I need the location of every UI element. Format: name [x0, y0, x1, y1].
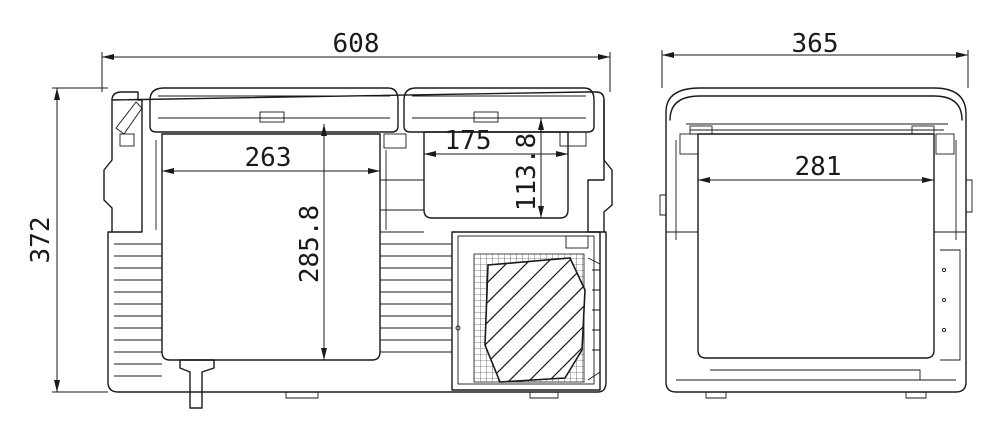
- side-lid: [669, 95, 963, 121]
- front-left-handle: [103, 99, 113, 233]
- large-compartment: [161, 133, 381, 361]
- front-ribs: [114, 243, 452, 377]
- lid-small: [403, 87, 595, 133]
- lid-large: [149, 87, 399, 133]
- dim-side-overall-depth: 365: [792, 29, 839, 59]
- side-body-outline: [665, 87, 967, 393]
- side-view: [659, 87, 973, 399]
- dim-overall-width: 608: [333, 29, 380, 59]
- dim-large-compartment-depth: 285.8: [295, 205, 325, 283]
- lid-large-latch: [259, 111, 285, 123]
- dim-overall-height: 372: [26, 217, 56, 264]
- dim-small-compartment-depth: 113.8: [512, 133, 542, 211]
- compressor-housing: [451, 231, 601, 391]
- cooling-fan: [484, 257, 586, 383]
- drain-plug: [179, 359, 215, 409]
- front-hinge-left: [115, 101, 143, 135]
- dim-side-inner-depth: 281: [795, 152, 842, 182]
- front-right-handle: [603, 99, 613, 233]
- front-dimensions: 608 372 263 285.8 175 113.8: [26, 29, 611, 393]
- front-body-outline: [107, 91, 607, 393]
- dim-large-compartment-width: 263: [245, 143, 292, 173]
- side-inner-compartment: [697, 133, 935, 359]
- lid-small-latch: [473, 111, 499, 123]
- side-dimensions: 365 281: [661, 29, 969, 183]
- dim-small-compartment-width: 175: [445, 126, 492, 156]
- small-compartment: [423, 131, 569, 219]
- front-view: [103, 87, 613, 409]
